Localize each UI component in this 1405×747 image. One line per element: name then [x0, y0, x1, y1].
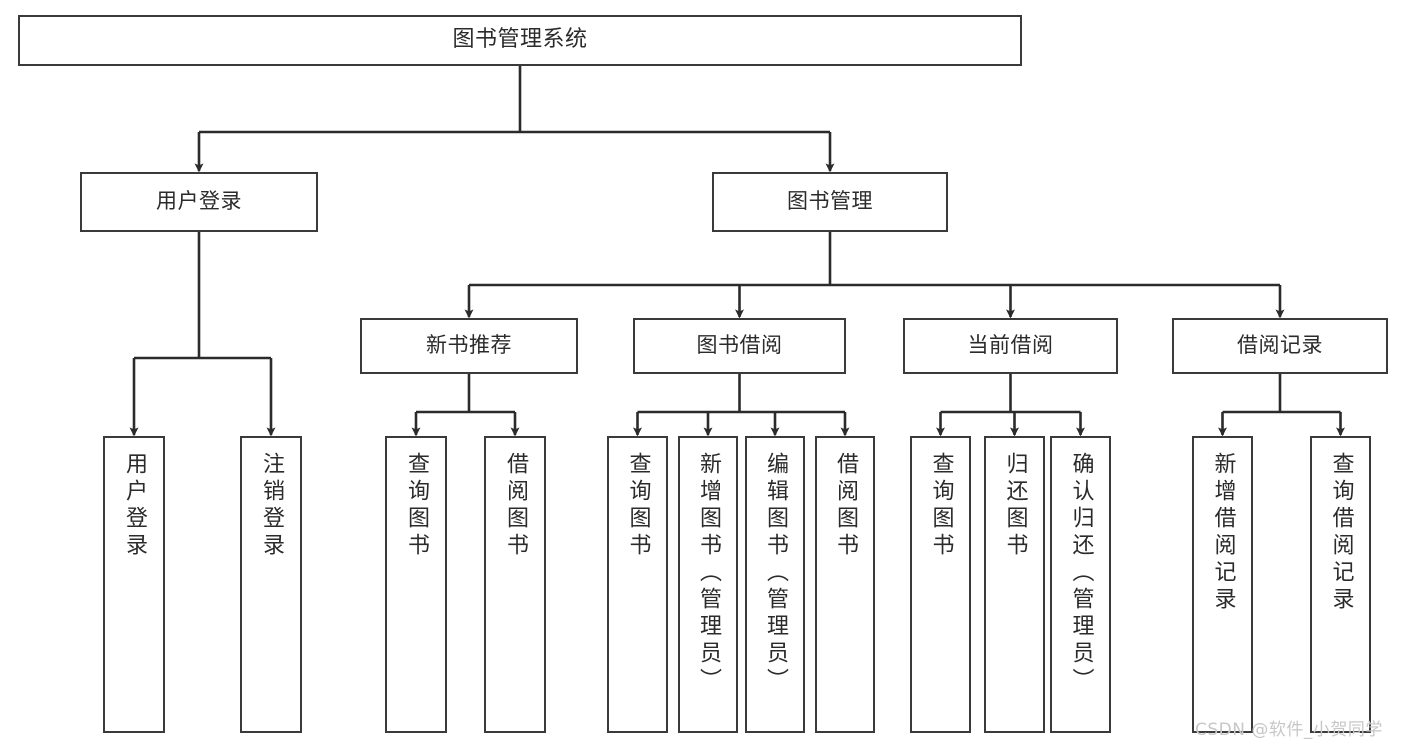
node-label: 借阅记录: [1237, 333, 1323, 358]
node-borrow[interactable]: 图书借阅: [633, 318, 846, 374]
node-l_edit[interactable]: 编辑图书（管理员）: [745, 436, 805, 733]
node-l_qrec[interactable]: 查询借阅记录: [1310, 436, 1371, 733]
node-l_login[interactable]: 用户登录: [103, 436, 165, 733]
node-label: 注销登录: [259, 452, 284, 560]
node-l_logout[interactable]: 注销登录: [240, 436, 302, 733]
node-label: 查询图书: [625, 452, 651, 560]
node-label: 用户登录: [122, 452, 147, 560]
node-label: 查询图书: [928, 452, 954, 560]
node-label: 归还图书: [1002, 452, 1028, 560]
node-label: 查询借阅记录: [1328, 452, 1354, 614]
node-label: 图书借阅: [696, 333, 783, 358]
node-l_add[interactable]: 新增图书（管理员）: [678, 436, 738, 733]
node-records[interactable]: 借阅记录: [1172, 318, 1388, 374]
node-book_mgmt[interactable]: 图书管理: [712, 172, 948, 232]
node-current[interactable]: 当前借阅: [903, 318, 1118, 374]
node-l_addrec[interactable]: 新增借阅记录: [1192, 436, 1253, 733]
node-l_b1[interactable]: 借阅图书: [484, 436, 546, 733]
csdn-watermark: CSDN @软件_小贺同学: [1195, 720, 1383, 740]
node-label: 编辑图书（管理员）: [763, 452, 788, 695]
node-label: 新书推荐: [426, 333, 512, 358]
node-l_ret[interactable]: 归还图书: [984, 436, 1045, 733]
node-label: 图书管理系统: [452, 27, 588, 53]
edge-paths: [129, 66, 1345, 437]
node-label: 确认归还（管理员）: [1068, 452, 1094, 695]
node-label: 查询图书: [404, 452, 429, 560]
node-l_q2[interactable]: 查询图书: [607, 436, 668, 733]
node-l_q1[interactable]: 查询图书: [385, 436, 447, 733]
node-label: 借阅图书: [833, 452, 858, 560]
node-label: 用户登录: [156, 189, 242, 214]
node-label: 当前借阅: [967, 333, 1054, 358]
node-root[interactable]: 图书管理系统: [18, 15, 1022, 66]
node-user_login[interactable]: 用户登录: [80, 172, 318, 232]
node-new_rec[interactable]: 新书推荐: [360, 318, 578, 374]
node-l_conf[interactable]: 确认归还（管理员）: [1050, 436, 1111, 733]
node-label: 借阅图书: [503, 452, 528, 560]
node-label: 新增图书（管理员）: [696, 452, 721, 695]
node-l_b2[interactable]: 借阅图书: [815, 436, 875, 733]
node-l_q3[interactable]: 查询图书: [910, 436, 971, 733]
node-label: 图书管理: [787, 189, 873, 214]
node-label: 新增借阅记录: [1210, 452, 1236, 614]
